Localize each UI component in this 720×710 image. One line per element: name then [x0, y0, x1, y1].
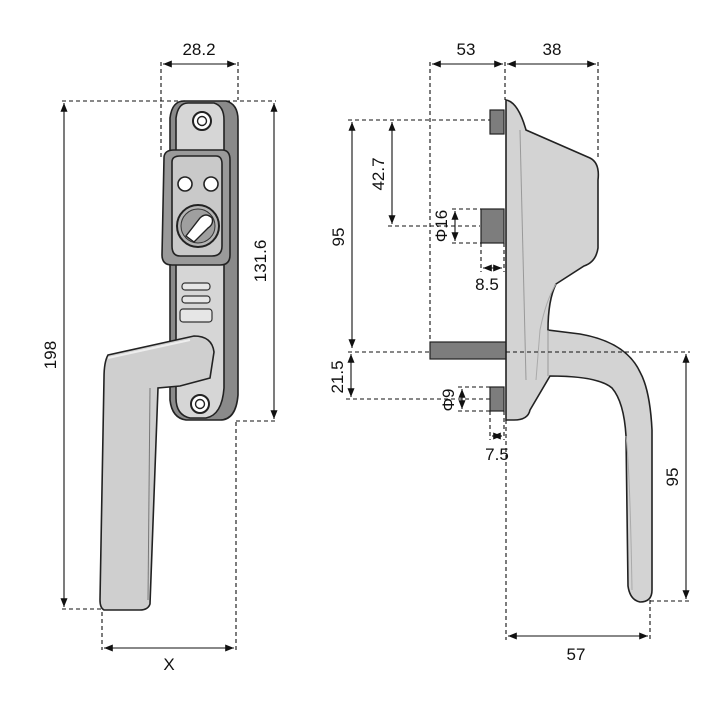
dim-x: X — [163, 655, 174, 674]
dim-95-top: 95 — [329, 228, 348, 247]
front-dimensions: 28.2 198 131.6 X — [41, 40, 278, 674]
dim-57: 57 — [567, 645, 586, 664]
side-dimensions: 53 38 95 42.7 Φ16 8.5 21.5 Φ9 7 — [328, 40, 690, 664]
body-slot-1 — [181, 282, 211, 291]
dim-131-6: 131.6 — [251, 240, 270, 283]
dim-53: 53 — [457, 40, 476, 59]
side-view-handle — [429, 99, 653, 603]
pin-top — [489, 109, 505, 135]
dim-198: 198 — [41, 341, 60, 369]
dim-95-handle: 95 — [663, 468, 682, 487]
dim-21-5: 21.5 — [328, 360, 347, 393]
dim-28-2: 28.2 — [182, 40, 215, 59]
lock-pin-hole-left — [177, 176, 193, 192]
body-slot-2 — [181, 295, 211, 304]
pin-9 — [489, 386, 505, 412]
side-body — [505, 99, 653, 603]
front-lever — [99, 335, 215, 611]
dim-phi9: Φ9 — [439, 388, 458, 411]
dim-38: 38 — [543, 40, 562, 59]
dim-7-5: 7.5 — [485, 445, 509, 464]
dim-42-7: 42.7 — [369, 157, 388, 190]
pin-16 — [480, 208, 505, 244]
dim-phi16: Φ16 — [432, 210, 451, 242]
dim-8-5: 8.5 — [475, 275, 499, 294]
body-slot-3 — [179, 308, 213, 323]
lock-pin-hole-right — [203, 176, 219, 192]
spindle — [429, 341, 509, 360]
front-view-handle — [99, 100, 239, 611]
keyhole-icon — [185, 214, 214, 243]
